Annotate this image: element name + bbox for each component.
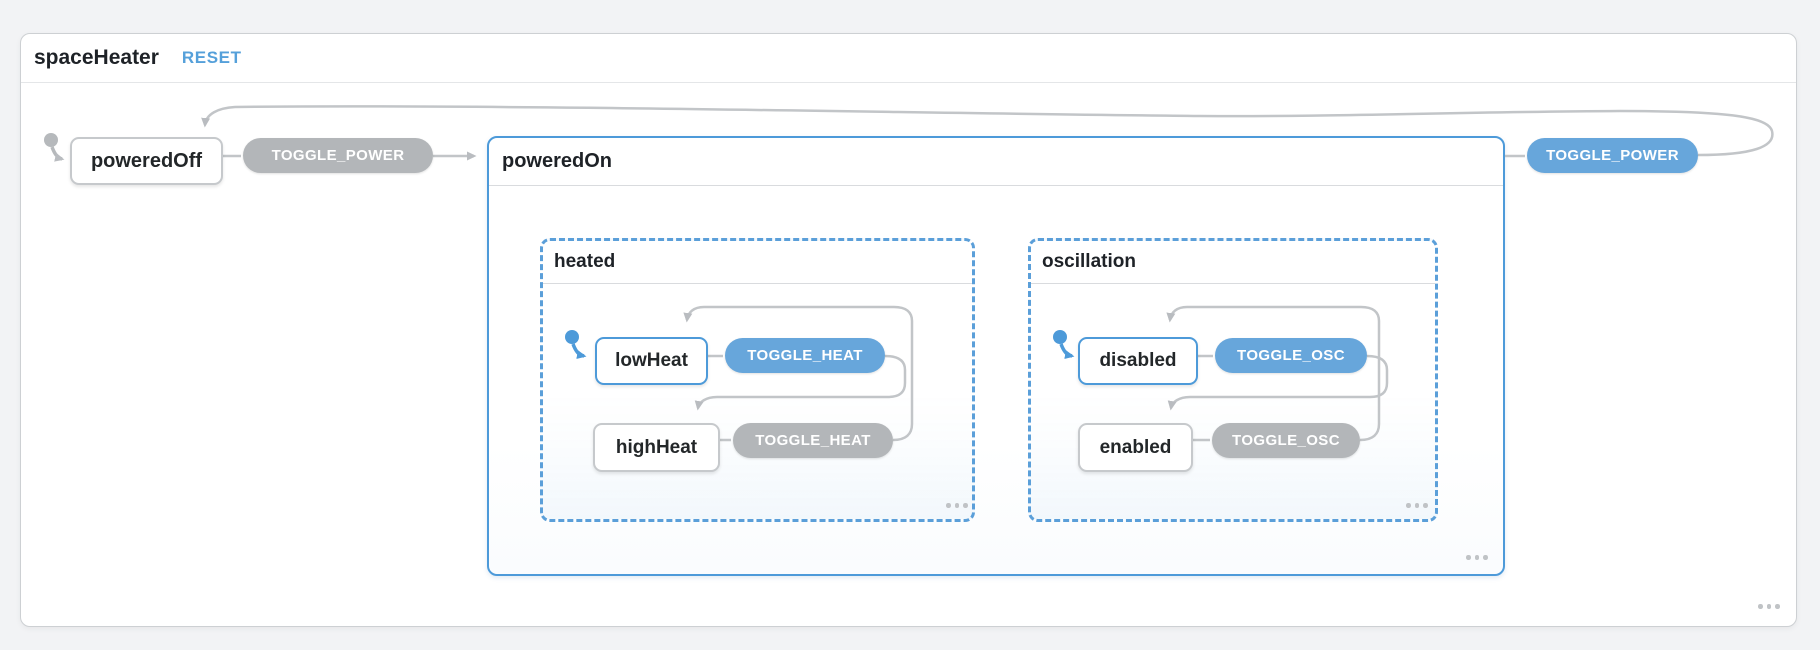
- ellipsis-icon-machine[interactable]: [1758, 604, 1780, 609]
- event-toggle-power-off-to-on[interactable]: TOGGLE_POWER: [243, 138, 433, 173]
- event-toggle-power-on-to-off[interactable]: TOGGLE_POWER: [1527, 138, 1698, 173]
- reset-button[interactable]: RESET: [181, 48, 242, 67]
- ellipsis-icon-oscillation[interactable]: [1406, 503, 1428, 508]
- region-heated-title: heated: [543, 241, 972, 284]
- state-lowheat[interactable]: lowHeat: [595, 337, 708, 385]
- ellipsis-icon-poweredon[interactable]: [1466, 555, 1488, 560]
- event-toggle-heat-from-highheat[interactable]: TOGGLE_HEAT: [733, 423, 893, 458]
- state-disabled[interactable]: disabled: [1078, 337, 1198, 385]
- machine-header: spaceHeater RESET: [21, 34, 1796, 83]
- event-toggle-heat-from-lowheat[interactable]: TOGGLE_HEAT: [725, 338, 885, 373]
- region-oscillation-title: oscillation: [1031, 241, 1435, 284]
- state-poweredoff[interactable]: poweredOff: [70, 137, 223, 185]
- state-enabled[interactable]: enabled: [1078, 423, 1193, 472]
- state-poweredon-title: poweredOn: [489, 138, 1503, 186]
- state-highheat[interactable]: highHeat: [593, 423, 720, 472]
- event-toggle-osc-from-enabled[interactable]: TOGGLE_OSC: [1212, 423, 1360, 458]
- event-toggle-osc-from-disabled[interactable]: TOGGLE_OSC: [1215, 338, 1367, 373]
- ellipsis-icon-heated[interactable]: [946, 503, 968, 508]
- machine-title: spaceHeater: [34, 46, 159, 69]
